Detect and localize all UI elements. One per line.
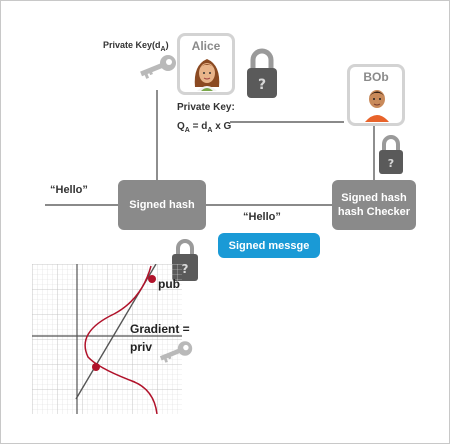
hash-checker-line2: hash Checker xyxy=(337,206,411,218)
hash-checker-box: Signed hash hash Checker xyxy=(332,180,416,230)
elliptic-curve-graph xyxy=(32,264,182,414)
signed-message-pill: Signed messge xyxy=(218,233,320,258)
alice-figure-icon xyxy=(194,59,220,91)
key-icon xyxy=(159,341,193,363)
svg-text:?: ? xyxy=(258,77,266,93)
gradient-label-line1: Gradient = xyxy=(130,322,190,336)
key-icon xyxy=(140,55,176,79)
pub-label: pub xyxy=(158,277,180,291)
bob-name: BOb xyxy=(363,70,389,84)
signed-hash-box: Signed hash xyxy=(118,180,206,230)
gradient-label-line2: priv xyxy=(130,340,153,354)
alice-name: Alice xyxy=(191,39,221,53)
private-key-formula: QA = dA x G xyxy=(177,121,232,134)
svg-text:?: ? xyxy=(182,262,189,276)
hello-label-middle: “Hello” xyxy=(243,211,281,223)
hash-checker-line1: Signed hash xyxy=(341,192,407,204)
lock-icon: ? xyxy=(247,48,277,98)
lock-icon: ? xyxy=(379,135,403,174)
private-key-caption: Private Key(dA) xyxy=(103,40,169,53)
svg-text:?: ? xyxy=(388,157,394,170)
private-key-title: Private Key: xyxy=(177,102,235,113)
alice-avatar: Alice xyxy=(177,33,235,95)
bob-avatar: BOb xyxy=(347,64,405,126)
bob-figure-icon xyxy=(365,90,389,122)
hello-label-left: “Hello” xyxy=(50,184,88,196)
